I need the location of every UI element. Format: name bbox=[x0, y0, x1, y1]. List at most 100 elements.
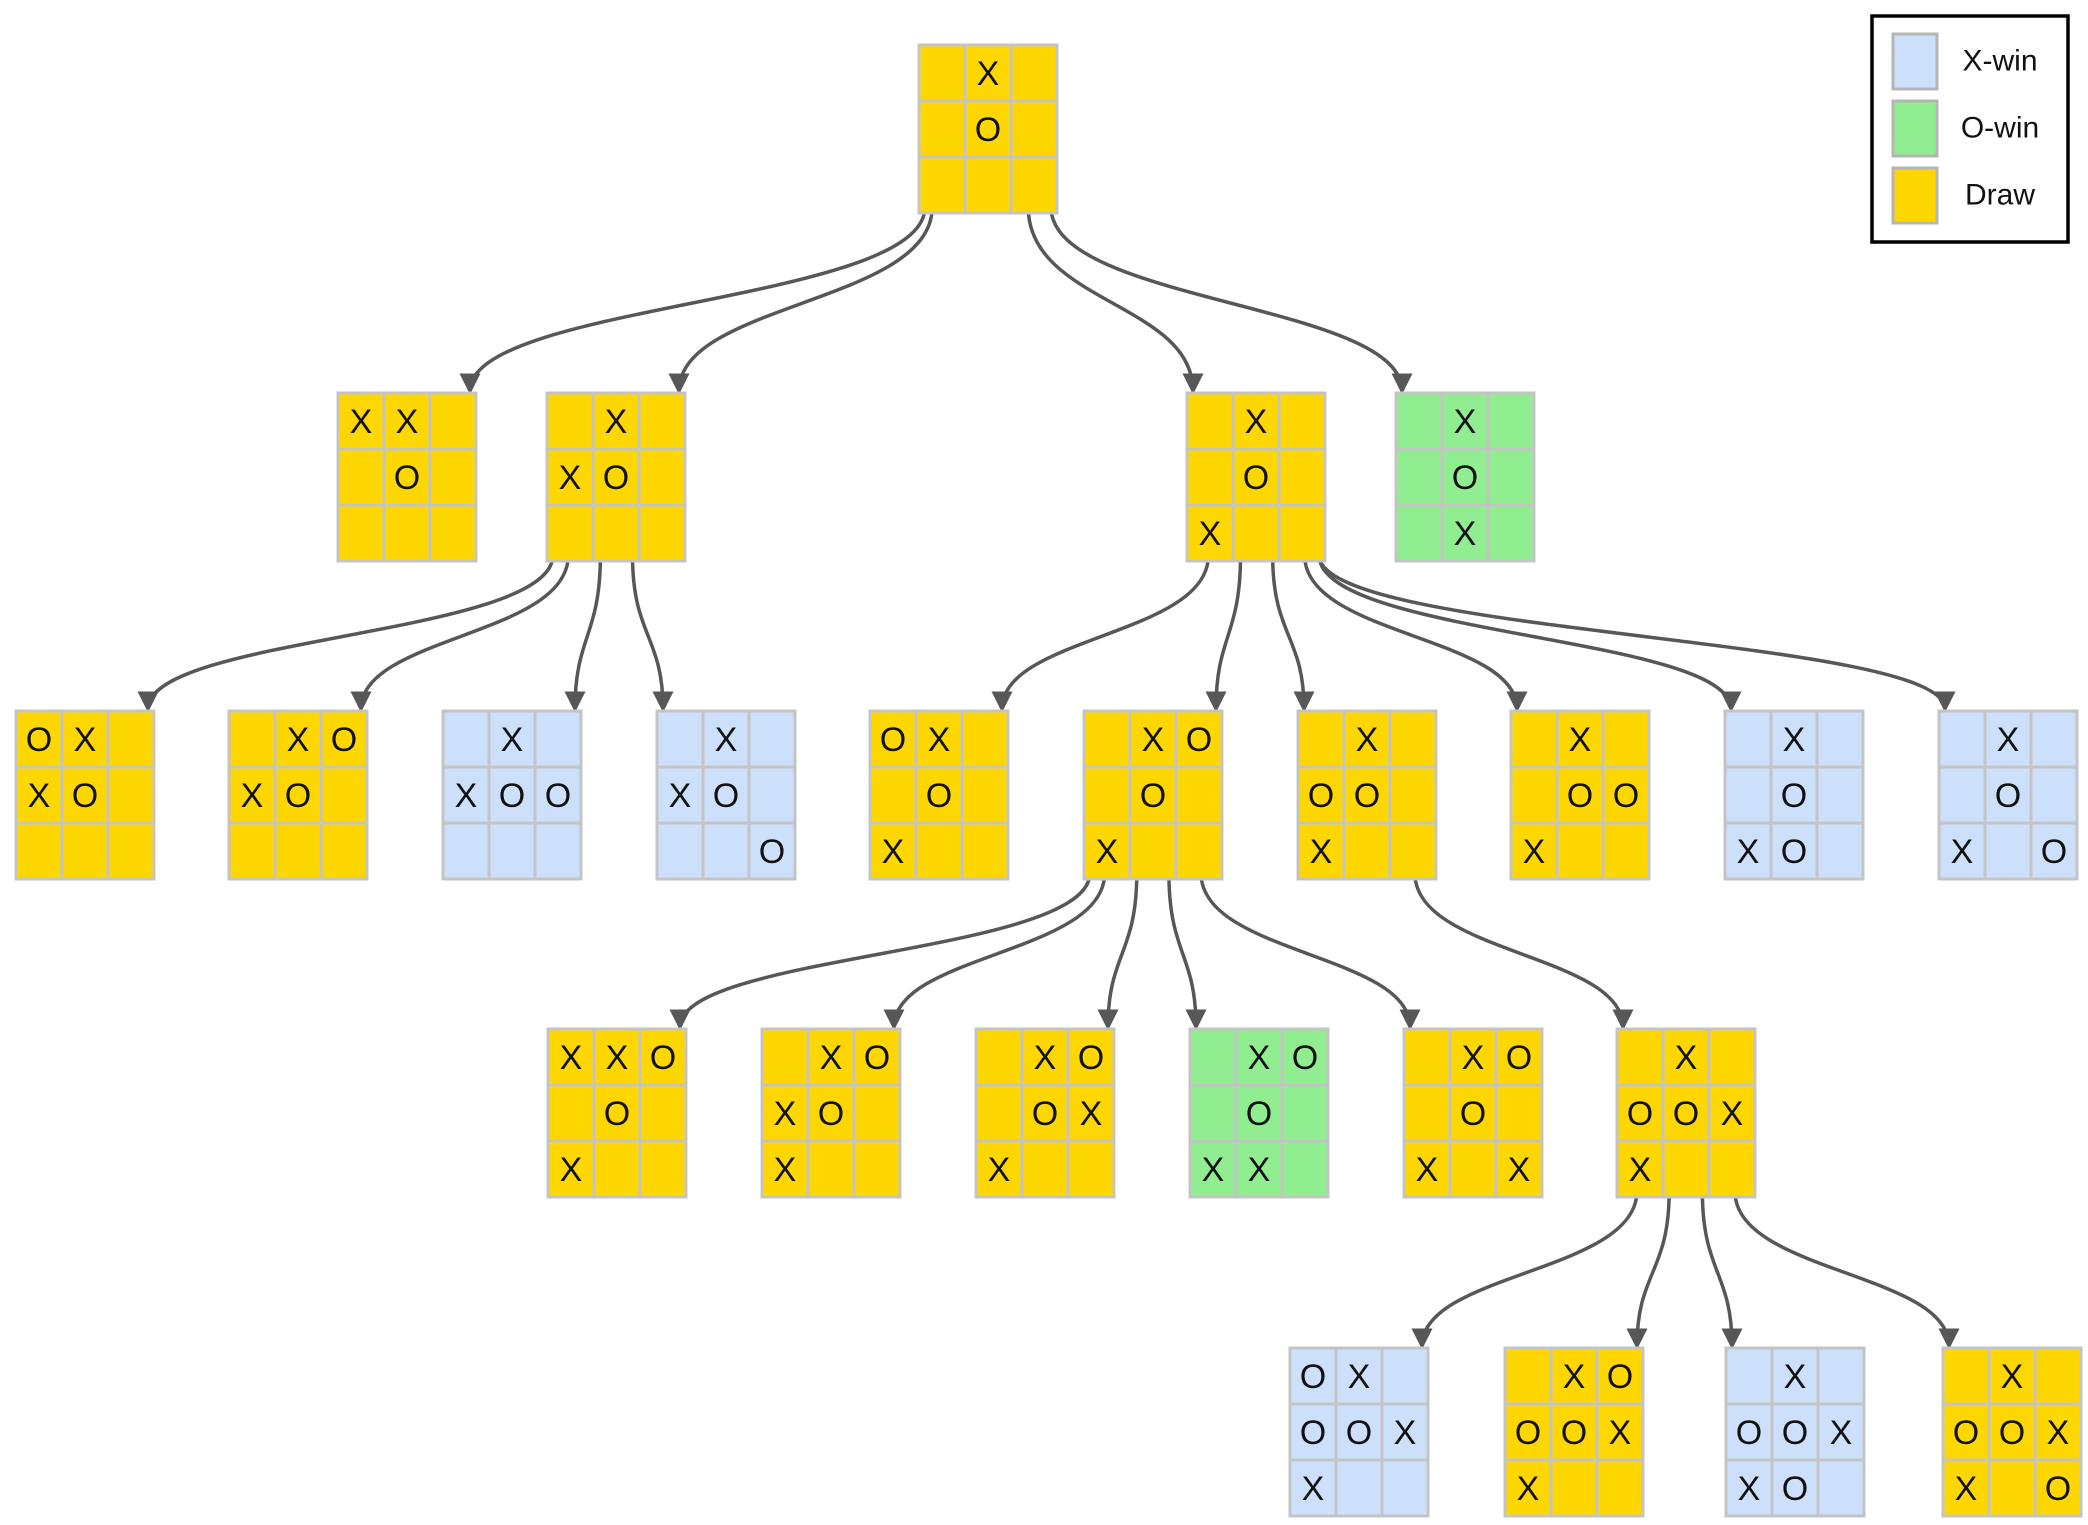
cell-mark: X bbox=[560, 1151, 583, 1189]
board-cell bbox=[1185, 391, 1235, 451]
board-cell bbox=[1394, 391, 1444, 451]
cell-mark: X bbox=[1199, 515, 1222, 553]
edge-d6-e1 bbox=[1411, 1190, 1639, 1350]
cell-mark: O bbox=[545, 777, 571, 815]
board-cell bbox=[1661, 1083, 1711, 1143]
board-cell bbox=[637, 447, 687, 507]
board-cell bbox=[1601, 821, 1651, 881]
board-cell bbox=[14, 821, 64, 881]
cell-mark: O bbox=[1627, 1095, 1653, 1133]
board-cell bbox=[747, 709, 797, 769]
cell-mark: O bbox=[1782, 1414, 1808, 1452]
board-cell bbox=[1185, 447, 1235, 507]
board-cell bbox=[1661, 1139, 1711, 1199]
board-cell bbox=[1509, 821, 1559, 881]
cell-mark: X bbox=[1738, 1470, 1761, 1508]
board-cell bbox=[1188, 1027, 1238, 1087]
board-cell bbox=[1342, 821, 1392, 881]
board-cell bbox=[441, 821, 491, 881]
cell-mark: X bbox=[1034, 1039, 1057, 1077]
cell-mark: O bbox=[818, 1095, 844, 1133]
board-cell bbox=[914, 765, 964, 825]
board-cell bbox=[1555, 821, 1605, 881]
cell-mark: O bbox=[1781, 833, 1807, 871]
cell-mark: X bbox=[1142, 721, 1165, 759]
board-cell bbox=[2033, 1346, 2083, 1406]
cell-mark: O bbox=[1460, 1095, 1486, 1133]
board-cell bbox=[637, 391, 687, 451]
board-cell bbox=[1009, 155, 1059, 215]
board-cell bbox=[1388, 709, 1438, 769]
board-cell bbox=[106, 821, 156, 881]
edge-c2-d1 bbox=[669, 872, 1092, 1031]
cell-mark: O bbox=[1308, 777, 1334, 815]
cell-mark: X bbox=[287, 721, 310, 759]
board-cell bbox=[960, 709, 1010, 769]
board-cell bbox=[1555, 765, 1605, 825]
board-frame bbox=[917, 43, 1059, 215]
board-frame bbox=[1288, 1346, 1430, 1518]
board-cell bbox=[1280, 1083, 1330, 1143]
cell-mark: O bbox=[1246, 1095, 1272, 1133]
board-cell bbox=[1503, 1346, 1553, 1406]
board-root: XO bbox=[917, 43, 1059, 215]
board-cell bbox=[2033, 1458, 2083, 1518]
cell-mark: O bbox=[1078, 1039, 1104, 1077]
board-cell bbox=[1020, 1139, 1070, 1199]
board-cell bbox=[1066, 1139, 1116, 1199]
board-cell bbox=[1983, 709, 2033, 769]
legend: X-win O-win Draw bbox=[1870, 14, 2070, 244]
board-frame bbox=[974, 1027, 1116, 1199]
cell-mark: O bbox=[1032, 1095, 1058, 1133]
board-frame bbox=[336, 391, 478, 563]
cell-mark: X bbox=[1517, 1470, 1540, 1508]
edge-a3-c4 bbox=[1302, 554, 1528, 713]
cell-mark: X bbox=[560, 1039, 583, 1077]
board-cell bbox=[1724, 1458, 1774, 1518]
board-frame bbox=[1394, 391, 1536, 563]
cell-mark: O bbox=[1354, 777, 1380, 815]
board-frame bbox=[868, 709, 1010, 881]
cell-mark: O bbox=[1186, 721, 1212, 759]
board-cell bbox=[533, 821, 583, 881]
board-cell bbox=[1595, 1458, 1645, 1518]
board-cell bbox=[1494, 1083, 1544, 1143]
board-cell bbox=[592, 1027, 642, 1087]
cell-mark: X bbox=[715, 721, 738, 759]
board-cell bbox=[1707, 1027, 1757, 1087]
board-cell bbox=[638, 1139, 688, 1199]
cell-mark: X bbox=[1783, 721, 1806, 759]
board-cell bbox=[1983, 821, 2033, 881]
edge-c2-d3 bbox=[1097, 872, 1139, 1031]
board-cell bbox=[227, 709, 277, 769]
board-cell bbox=[852, 1139, 902, 1199]
board-cell bbox=[1277, 391, 1327, 451]
board-cell bbox=[1937, 765, 1987, 825]
cell-mark: O bbox=[2045, 1470, 2071, 1508]
cell-mark: X bbox=[1563, 1358, 1586, 1396]
cell-mark: O bbox=[1781, 777, 1807, 815]
board-frame bbox=[1723, 709, 1865, 881]
cell-mark: X bbox=[1955, 1470, 1978, 1508]
edge-a3-c2 bbox=[1205, 554, 1243, 713]
board-cell bbox=[960, 765, 1010, 825]
board-cell bbox=[806, 1139, 856, 1199]
edge-c2-d5 bbox=[1199, 872, 1421, 1031]
board-cell bbox=[319, 765, 369, 825]
board-frame bbox=[1509, 709, 1651, 881]
edge-a2-b3 bbox=[564, 554, 603, 713]
board-cell bbox=[1486, 391, 1536, 451]
board-cell bbox=[1987, 1346, 2037, 1406]
board-cell bbox=[1769, 765, 1819, 825]
board-cell bbox=[1815, 709, 1865, 769]
cell-mark: X bbox=[1248, 1039, 1271, 1077]
board-cell bbox=[545, 503, 595, 563]
board-cell bbox=[917, 155, 967, 215]
